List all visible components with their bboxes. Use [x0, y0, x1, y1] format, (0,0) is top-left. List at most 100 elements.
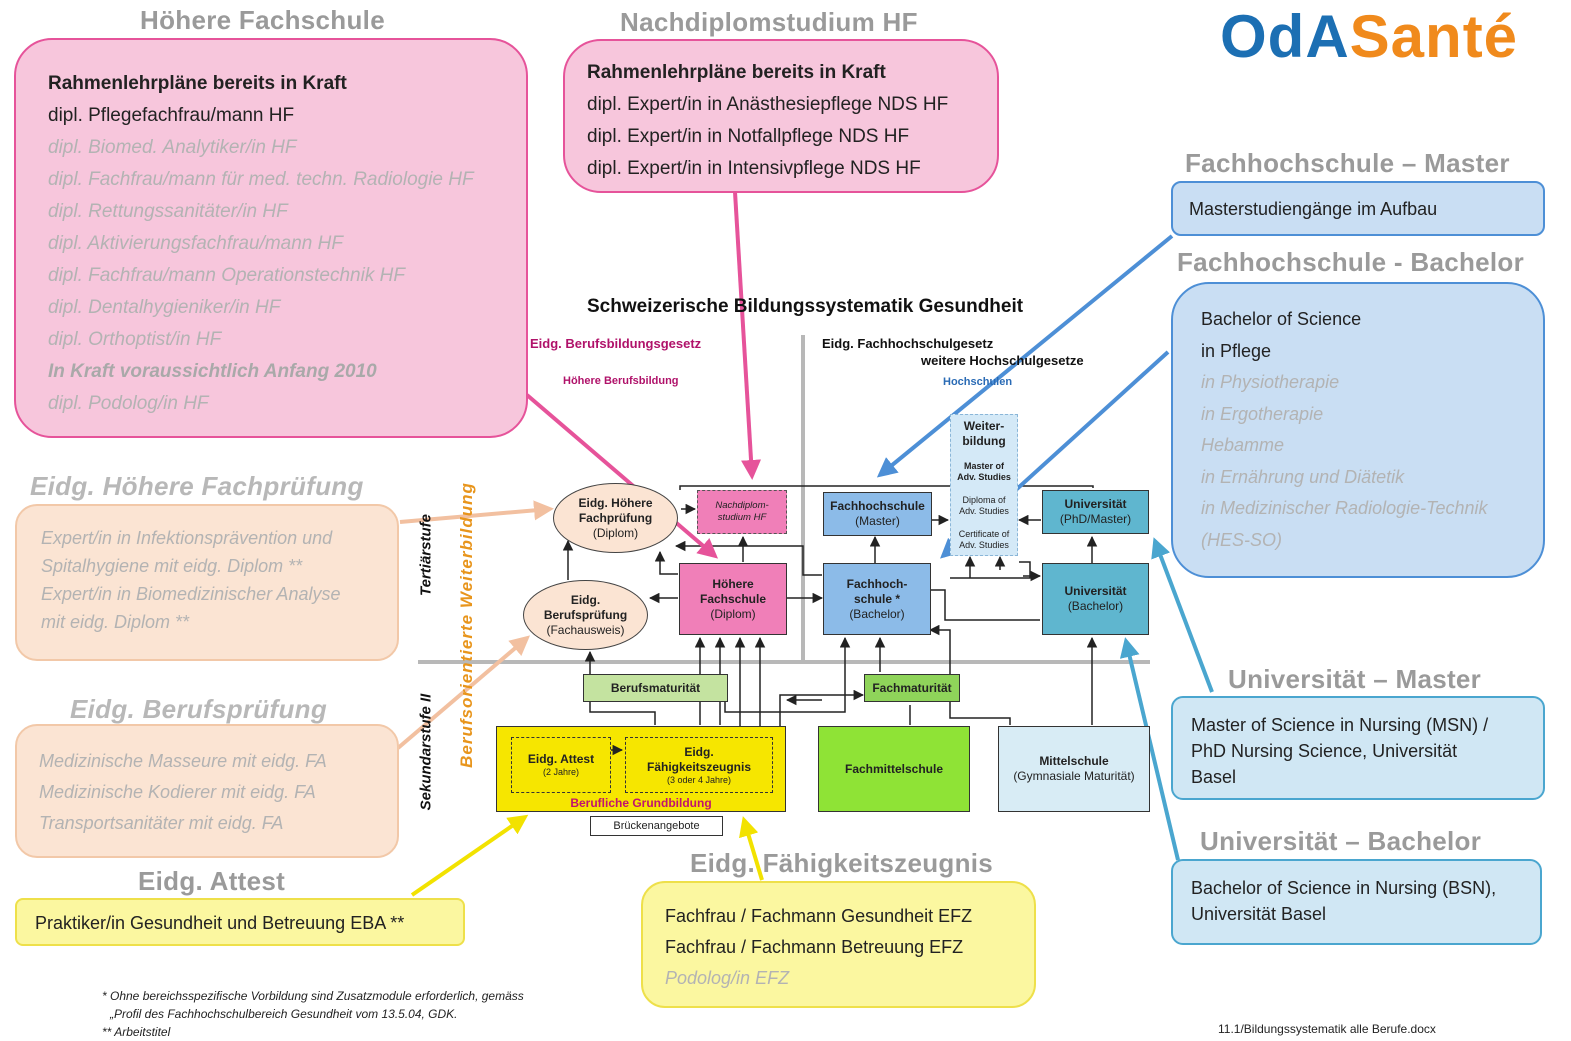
hfp-item: Expert/in in Biomedizinischer Analyse — [41, 584, 341, 604]
node-cas: Adv. Studies — [959, 540, 1009, 550]
uni-bachelor-item: Bachelor of Science in Nursing (BSN), — [1191, 878, 1497, 898]
node-attest-duration: (2 Jahre) — [542, 767, 579, 777]
node-nds-line: studium HF — [717, 512, 767, 523]
node-das: Adv. Studies — [959, 506, 1009, 516]
node-weiter-title: bildung — [962, 434, 1006, 448]
bp-title: Eidg. Berufsprüfung — [70, 694, 328, 724]
node-mas: Adv. Studies — [957, 472, 1011, 482]
uni-master-item: PhD Nursing Science, Universität — [1191, 741, 1458, 761]
arrow-nds-callout — [733, 191, 762, 480]
node-fh-bachelor-line: (Bachelor) — [849, 606, 905, 621]
node-hfp-line: (Diplom) — [592, 525, 639, 540]
attest-title: Eidg. Attest — [138, 866, 286, 896]
arrow-efz-callout — [739, 816, 764, 881]
fh-master-box: Masterstudiengänge im Aufbau — [1171, 181, 1545, 236]
node-fachmaturitaet: Fachmaturität — [864, 674, 960, 702]
hf-item: dipl. Biomed. Analytiker/in HF — [48, 137, 297, 158]
efz-title: Eidg. Fähigkeitszeugnis — [690, 848, 994, 878]
node-weiter-title: Weiter- — [963, 419, 1005, 433]
footnotes: * Ohne bereichsspezifische Vorbildung si… — [102, 987, 524, 1041]
efz-box: Fachfrau / Fachmann Gesundheit EFZ Fachf… — [641, 881, 1036, 1008]
hf-item: dipl. Dentalhygieniker/in HF — [48, 297, 281, 318]
hf-item: dipl. Orthoptist/in HF — [48, 329, 222, 350]
node-bp-line: Eidg. — [570, 592, 601, 607]
hf-item: dipl. Rettungssanitäter/in HF — [48, 201, 288, 222]
uni-bachelor-box: Bachelor of Science in Nursing (BSN), Un… — [1171, 859, 1542, 945]
hf-item: dipl. Aktivierungsfachfrau/mann HF — [48, 233, 343, 254]
node-bp-line: Berufsprüfung — [543, 607, 628, 622]
hf-item: dipl. Podolog/in HF — [48, 393, 209, 414]
efz-item: Podolog/in EFZ — [665, 968, 790, 988]
arrow-hf-callout — [525, 393, 719, 559]
efz-item: Fachfrau / Fachmann Betreuung EFZ — [665, 937, 964, 957]
sub-right: Hochschulen — [943, 376, 1013, 388]
sub-left: Höhere Berufsbildung — [563, 375, 679, 387]
node-cas: Certificate of — [958, 529, 1010, 539]
logo-part-b: Santé — [1349, 3, 1519, 70]
hfp-item: Expert/in in Infektionsprävention und — [41, 528, 333, 548]
node-bm-label: Berufsmaturität — [610, 680, 701, 695]
node-uni-master-line: (PhD/Master) — [1059, 512, 1132, 526]
node-berufsmaturitaet: Berufsmaturität — [583, 674, 728, 702]
node-bruecken-label: Brückenangebote — [613, 819, 700, 832]
uni-master-title: Universität – Master — [1228, 664, 1482, 694]
node-fh-master: Fachhochschule (Master) — [823, 492, 932, 536]
node-nds: Nachdiplom- studium HF — [697, 490, 787, 534]
node-uni-master-line: Universität — [1064, 497, 1127, 511]
bp-item: Medizinische Kodierer mit eidg. FA — [39, 782, 316, 802]
hf-item: dipl. Fachfrau/mann Operationstechnik HF — [48, 265, 405, 286]
node-hf: Höhere Fachschule (Diplom) — [679, 563, 787, 635]
fh-master-item: Masterstudiengänge im Aufbau — [1189, 199, 1438, 219]
nachdiplom-box: Rahmenlehrpläne bereits in Kraft dipl. E… — [563, 39, 999, 193]
hfp-box: Expert/in in Infektionsprävention und Sp… — [15, 504, 399, 661]
law-right: Eidg. Fachhochschulgesetz — [822, 336, 994, 351]
arrow-uni-master-callout — [1151, 537, 1214, 693]
file-reference: 11.1/Bildungssystematik alle Berufe.docx — [1218, 1022, 1436, 1036]
law-right-2: weitere Hochschulgesetze — [921, 353, 1084, 368]
node-efz: Eidg. Fähigkeitszeugnis (3 oder 4 Jahre) — [625, 737, 773, 793]
node-hf-line: Fachschule — [699, 591, 767, 606]
node-bruecken: Brückenangebote — [590, 816, 723, 836]
hfp-item: mit eidg. Diplom ** — [41, 612, 190, 632]
fh-bachelor-item: in Pflege — [1201, 340, 1272, 361]
node-das: Diploma of — [962, 495, 1006, 505]
hf-pending-note: In Kraft voraussichtlich Anfang 2010 — [48, 361, 377, 382]
node-nds-line: Nachdiplom- — [715, 500, 769, 511]
node-bp: Eidg. Berufsprüfung (Fachausweis) — [523, 580, 648, 650]
fh-bachelor-item: Bachelor of Science — [1201, 309, 1362, 329]
node-fh-master-line: (Master) — [855, 514, 900, 528]
node-mittelschule-line: (Gymnasiale Maturität) — [1013, 769, 1135, 783]
uni-bachelor-item: Universität Basel — [1191, 904, 1327, 924]
arrow-fh-master-callout — [876, 234, 1174, 478]
node-efz-duration: (3 oder 4 Jahre) — [666, 774, 732, 785]
uni-master-box: Master of Science in Nursing (MSN) / PhD… — [1171, 696, 1545, 800]
vertical-sek2-label: Sekundarstufe II — [417, 693, 435, 811]
fh-bachelor-item: Hebamme — [1201, 435, 1285, 455]
node-uni-bachelor-line: Universität — [1064, 584, 1127, 598]
fh-bachelor-item: in Ernährung und Diätetik — [1201, 466, 1405, 487]
node-attest: Eidg. Attest (2 Jahre) — [511, 737, 611, 793]
node-hfp: Eidg. Höhere Fachprüfung (Diplom) — [553, 483, 678, 553]
fh-bachelor-item: in Physiotherapie — [1201, 372, 1340, 392]
node-fh-bachelor-line: Fachhoch- — [846, 576, 908, 591]
fh-bachelor-item: in Ergotherapie — [1201, 403, 1324, 424]
nds-item: dipl. Expert/in in Notfallpflege NDS HF — [587, 126, 910, 147]
hoehere-fachschule-title: Höhere Fachschule — [140, 5, 385, 35]
arrow-bp-callout — [396, 635, 531, 750]
node-hf-line: Höhere — [712, 576, 754, 591]
nds-item: dipl. Expert/in in Intensivpflege NDS HF — [587, 158, 921, 179]
uni-bachelor-title: Universität – Bachelor — [1200, 826, 1482, 856]
nachdiplom-title: Nachdiplomstudium HF — [620, 7, 918, 37]
hfp-title: Eidg. Höhere Fachprüfung — [30, 471, 364, 501]
uni-master-item: Master of Science in Nursing (MSN) / — [1191, 715, 1489, 735]
hfp-item: Spitalhygiene mit eidg. Diplom ** — [41, 556, 303, 576]
uni-master-item: Basel — [1191, 767, 1237, 787]
node-weiterbildung: Weiter- bildung Master of Adv. Studies D… — [950, 414, 1018, 556]
node-hfp-line: Fachprüfung — [578, 510, 653, 525]
node-attest-label: Eidg. Attest — [527, 752, 595, 766]
footnote-line: „Profil des Fachhochschulbereich Gesundh… — [110, 1007, 458, 1021]
vertical-weiterbildung-label: Berufsorientierte Weiterbildung — [457, 482, 476, 768]
fh-master-title: Fachhochschule – Master — [1185, 148, 1510, 178]
node-fms-label: Fachmittelschule — [844, 761, 944, 776]
node-mas: Master of — [963, 461, 1004, 471]
